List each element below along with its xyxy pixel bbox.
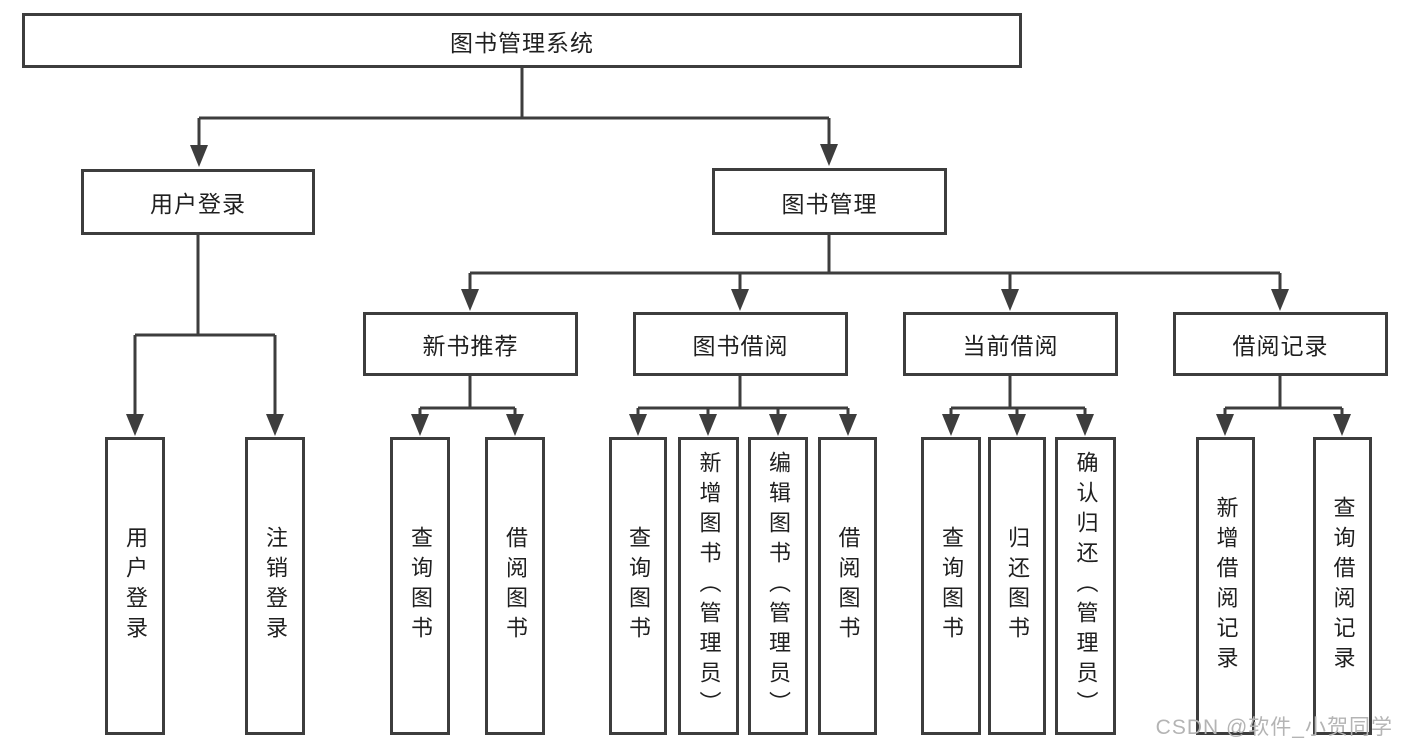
leaf-query-borrow-record: 查询借阅记录 bbox=[1313, 437, 1372, 735]
node-borrow-records: 借阅记录 bbox=[1173, 312, 1388, 376]
node-book-borrow: 图书借阅 bbox=[633, 312, 848, 376]
leaf-label: 编辑图书（管理员） bbox=[766, 451, 791, 721]
node-label: 图书管理 bbox=[781, 190, 878, 217]
leaf-label: 查询图书 bbox=[408, 526, 433, 646]
csdn-watermark: CSDN @软件_小贺同学 bbox=[1155, 716, 1393, 739]
leaf-borrow-books: 借阅图书 bbox=[818, 437, 877, 735]
leaf-label: 借阅图书 bbox=[835, 526, 861, 646]
node-label: 图书借阅 bbox=[692, 333, 789, 359]
leaf-add-books-admin: 新增图书（管理员） bbox=[678, 437, 739, 735]
node-new-book-recommend: 新书推荐 bbox=[363, 312, 578, 376]
leaf-label: 新增借阅记录 bbox=[1213, 496, 1239, 676]
leaf-label: 确认归还（管理员） bbox=[1073, 451, 1099, 721]
node-user-login: 用户登录 bbox=[81, 169, 315, 235]
node-current-borrow: 当前借阅 bbox=[903, 312, 1118, 376]
node-label: 用户登录 bbox=[150, 191, 246, 217]
leaf-query-books-recommend: 查询图书 bbox=[390, 437, 450, 735]
leaf-edit-books-admin: 编辑图书（管理员） bbox=[748, 437, 808, 735]
leaf-query-books-borrow: 查询图书 bbox=[609, 437, 667, 735]
edge-book-borrow-to-leaves bbox=[629, 376, 857, 436]
leaf-label: 查询图书 bbox=[939, 526, 964, 646]
leaf-return-books: 归还图书 bbox=[988, 437, 1046, 735]
edge-book-management-to-level3 bbox=[461, 234, 1289, 311]
leaf-label: 查询借阅记录 bbox=[1330, 496, 1356, 676]
edge-current-borrow-to-leaves bbox=[942, 376, 1094, 436]
leaf-label: 新增图书（管理员） bbox=[696, 451, 722, 721]
leaf-query-books-current: 查询图书 bbox=[921, 437, 981, 735]
leaf-user-login: 用户登录 bbox=[105, 437, 165, 735]
edge-root-to-level2 bbox=[190, 68, 838, 167]
node-label: 借阅记录 bbox=[1232, 333, 1329, 359]
node-label: 新书推荐 bbox=[422, 333, 519, 359]
edge-new-book-recommend-to-leaves bbox=[411, 376, 524, 436]
node-library-management-system: 图书管理系统 bbox=[22, 13, 1022, 68]
leaf-confirm-return-admin: 确认归还（管理员） bbox=[1055, 437, 1116, 735]
leaf-label: 查询图书 bbox=[626, 526, 651, 646]
node-book-management: 图书管理 bbox=[712, 168, 947, 235]
edge-borrow-records-to-leaves bbox=[1216, 376, 1351, 436]
node-label: 当前借阅 bbox=[962, 333, 1059, 359]
leaf-add-borrow-record: 新增借阅记录 bbox=[1196, 437, 1255, 735]
leaf-label: 用户登录 bbox=[123, 526, 148, 646]
leaf-borrow-books-recommend: 借阅图书 bbox=[485, 437, 545, 735]
edge-user-login-to-leaves bbox=[126, 234, 284, 436]
leaf-logout: 注销登录 bbox=[245, 437, 305, 735]
node-label: 图书管理系统 bbox=[450, 29, 594, 56]
leaf-label: 归还图书 bbox=[1005, 526, 1030, 646]
leaf-label: 注销登录 bbox=[263, 526, 288, 646]
leaf-label: 借阅图书 bbox=[503, 526, 528, 646]
